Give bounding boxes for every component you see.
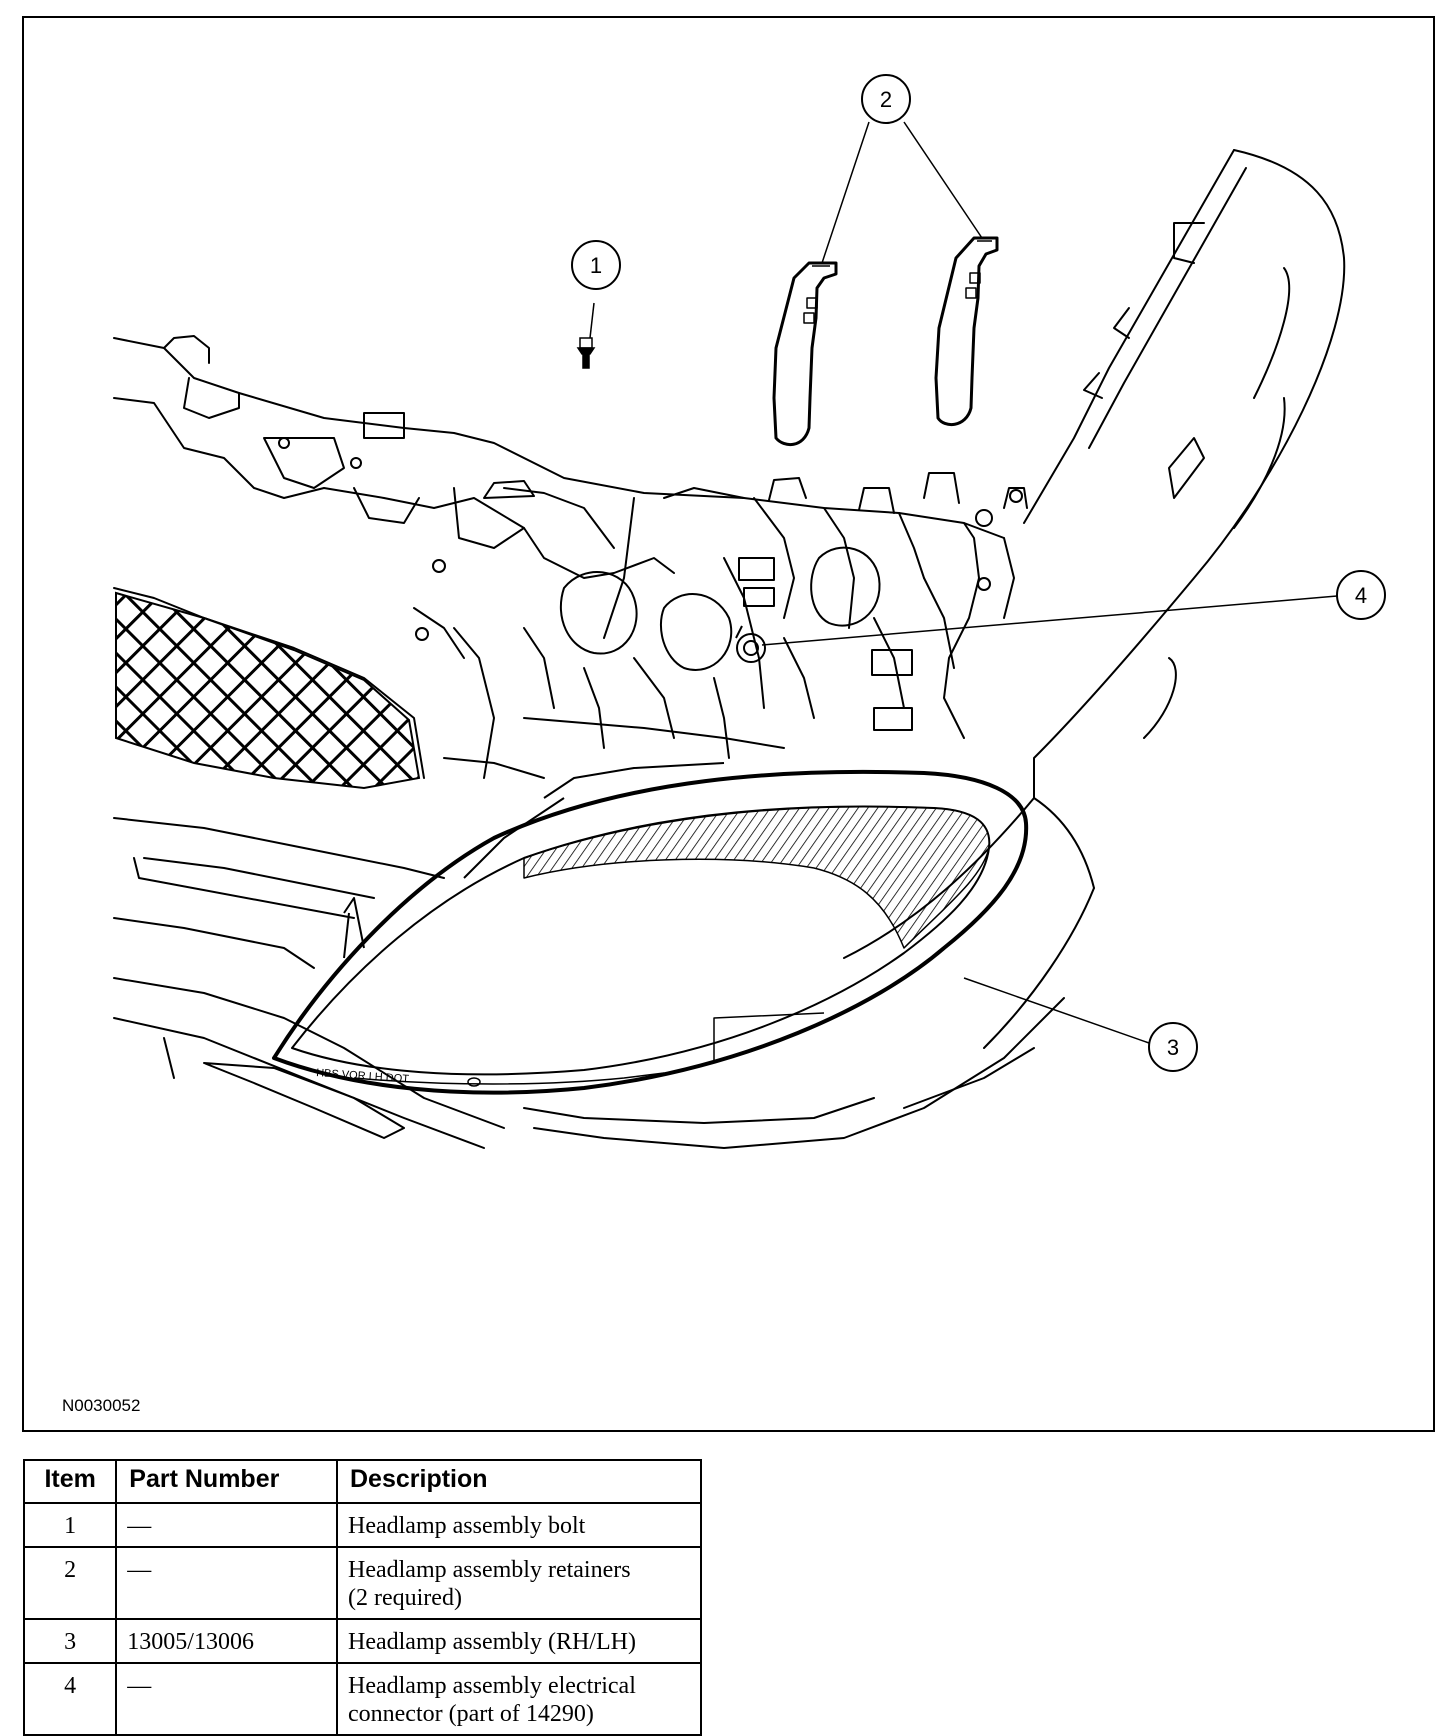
diagram-frame: HBS VOR LH DOT bbox=[22, 16, 1435, 1432]
cell-item: 2 bbox=[22, 1546, 118, 1620]
table-row: 1 — Headlamp assembly bolt bbox=[22, 1502, 702, 1548]
cell-description: Headlamp assembly (RH/LH) bbox=[336, 1618, 702, 1664]
retainer-right bbox=[934, 236, 999, 427]
description-line: (2 required) bbox=[348, 1585, 462, 1611]
cell-part-number: 13005/13006 bbox=[115, 1618, 338, 1664]
header-item: Item bbox=[22, 1459, 118, 1504]
header-part-number: Part Number bbox=[115, 1459, 338, 1504]
cell-item: 3 bbox=[22, 1618, 118, 1664]
cell-item: 4 bbox=[22, 1662, 118, 1736]
cell-description: Headlamp assembly retainers(2 required) bbox=[336, 1546, 702, 1620]
svg-text:1: 1 bbox=[590, 253, 602, 278]
description-line: Headlamp assembly retainers bbox=[348, 1557, 631, 1583]
header-description: Description bbox=[336, 1459, 702, 1504]
svg-text:4: 4 bbox=[1355, 583, 1367, 608]
leader-2b bbox=[903, 121, 983, 239]
headlamp-bolt bbox=[576, 337, 596, 369]
description-line: Headlamp assembly (RH/LH) bbox=[348, 1629, 636, 1655]
callout-2: 2 bbox=[861, 74, 911, 124]
table-row: 2 — Headlamp assembly retainers(2 requir… bbox=[22, 1546, 702, 1620]
callout-1: 1 bbox=[571, 240, 621, 290]
headlamp-diagram: HBS VOR LH DOT bbox=[113, 74, 1386, 1149]
leader-2a bbox=[821, 121, 870, 264]
figure-code: N0030052 bbox=[62, 1396, 141, 1415]
description-line: Headlamp assembly bolt bbox=[348, 1513, 586, 1539]
radiator-support bbox=[113, 337, 1005, 539]
cell-description: Headlamp assembly bolt bbox=[336, 1502, 702, 1548]
leader-3 bbox=[963, 977, 1150, 1044]
description-line: Headlamp assembly electrical bbox=[348, 1673, 636, 1699]
svg-text:2: 2 bbox=[880, 87, 892, 112]
description-line: connector (part of 14290) bbox=[348, 1701, 594, 1727]
cell-item: 1 bbox=[22, 1502, 118, 1548]
callout-3: 3 bbox=[1148, 1022, 1198, 1072]
cell-part-number: — bbox=[115, 1546, 338, 1620]
electrical-connector bbox=[735, 625, 766, 663]
table-row: 3 13005/13006 Headlamp assembly (RH/LH) bbox=[22, 1618, 702, 1664]
svg-text:3: 3 bbox=[1167, 1035, 1179, 1060]
parts-table: Item Part Number Description 1 — Headlam… bbox=[22, 1459, 702, 1736]
table-header-row: Item Part Number Description bbox=[22, 1459, 702, 1504]
leader-4 bbox=[761, 595, 1338, 646]
retainer-left bbox=[772, 261, 838, 447]
headlamp-assembly bbox=[272, 762, 1029, 1095]
callout-4: 4 bbox=[1336, 570, 1386, 620]
leader-1 bbox=[589, 302, 595, 339]
cell-part-number: — bbox=[115, 1502, 338, 1548]
cell-part-number: — bbox=[115, 1662, 338, 1736]
